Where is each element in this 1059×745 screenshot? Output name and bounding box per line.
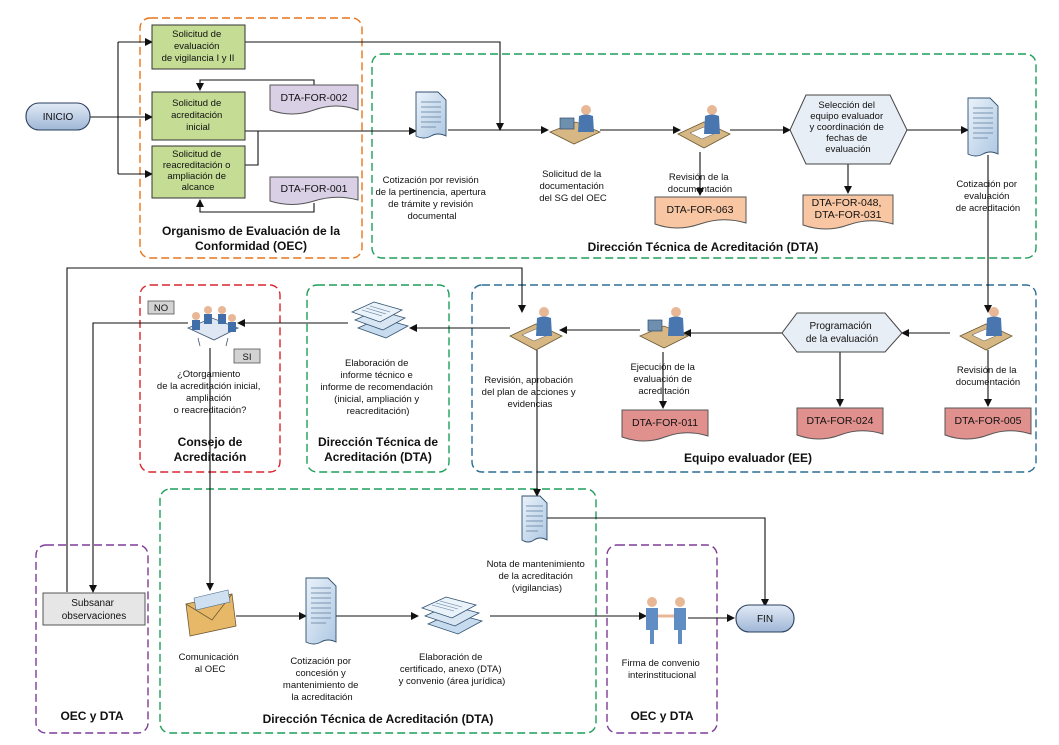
label-elaboracion-certificado: Elaboración de certificado, anexo (DTA) … <box>399 652 506 687</box>
envelope-icon <box>185 589 237 637</box>
document-icon <box>415 91 447 139</box>
doc-for024-label: DTA-FOR-024 <box>807 415 874 427</box>
person-at-desk-icon <box>959 307 1013 351</box>
subsanar-text: Subsanar observaciones <box>62 598 126 622</box>
oec-lane-title-2: Conformidad (OEC) <box>195 239 307 253</box>
label-nota-mantenimiento: Nota de mantenimiento de la acreditación… <box>487 559 588 594</box>
documents-stack-icon <box>350 301 410 339</box>
document-icon <box>521 495 548 543</box>
no-tag: NO <box>147 300 175 315</box>
documents-stack-icon <box>420 596 484 635</box>
label-revision-documentacion: Revisión de la documentación <box>668 172 732 195</box>
doc-dta-for-001: DTA-FOR-001 <box>269 176 359 205</box>
box-reacreditacion-text: Solicitud de reacreditación o ampliación… <box>163 149 233 193</box>
dta-top-lane-title: Dirección Técnica de Acreditación (DTA) <box>588 240 819 254</box>
no-label: NO <box>154 303 168 314</box>
label-elaboracion-informe: Elaboración de informe técnico e informe… <box>320 358 435 417</box>
doc-dta-for-005: DTA-FOR-005 <box>944 407 1032 440</box>
ee-lane <box>471 284 1037 473</box>
person-at-computer-icon <box>639 307 689 349</box>
document-icon <box>967 97 999 157</box>
si-tag: SI <box>233 348 261 364</box>
ee-lane-title: Equipo evaluador (EE) <box>684 451 812 465</box>
meeting-table-icon <box>187 306 239 347</box>
doc-for002-label: DTA-FOR-002 <box>281 92 348 104</box>
person-at-desk-icon <box>677 105 731 149</box>
doc-for005-label: DTA-FOR-005 <box>955 415 1022 427</box>
doc-for063-label: DTA-FOR-063 <box>667 204 734 216</box>
label-cotizacion-pertinencia: Cotización por revisión de la pertinenci… <box>375 175 488 222</box>
label-revision-plan: Revisión, aprobación del plan de accione… <box>482 375 579 410</box>
dta-top-lane <box>371 53 1037 259</box>
fin-terminal: FIN <box>735 604 795 633</box>
fin-label: FIN <box>757 614 773 625</box>
dta-bottom-lane <box>159 488 597 734</box>
doc-dta-for-024: DTA-FOR-024 <box>796 407 884 440</box>
label-otorgamiento-question: ¿Otorgamiento de la acreditación inicial… <box>157 369 263 416</box>
doc-dta-for-048-031: DTA-FOR-048, DTA-FOR-031 <box>802 194 894 230</box>
dta-mid-lane-title-1: Dirección Técnica de <box>318 435 438 449</box>
oec-lane-title-1: Organismo de Evaluación de la <box>162 224 340 238</box>
inicio-label: INICIO <box>43 112 74 123</box>
label-cotizacion-concesion: Cotización por concesión y mantenimiento… <box>283 656 361 703</box>
label-ejecucion: Ejecución de la evaluación de acreditaci… <box>630 362 697 397</box>
hex-seleccion-text: Selección del equipo evaluador y coordin… <box>809 100 886 155</box>
doc-for011-label: DTA-FOR-011 <box>632 417 698 429</box>
document-icon <box>305 577 337 645</box>
label-cotizacion-evaluacion: Cotización por evaluación de acreditació… <box>956 179 1020 214</box>
label-solicitud-sg: Solicitud de la documentación del SG del… <box>539 169 607 204</box>
label-ee-revision: Revisión de la documentación <box>956 365 1020 388</box>
hex-programacion: Programación de la evaluación <box>781 312 903 353</box>
si-label: SI <box>243 352 252 363</box>
doc-for001-label: DTA-FOR-001 <box>281 183 348 195</box>
box-vigilancia-text: Solicitud de evaluación de vigilancia I … <box>162 29 235 64</box>
label-comunicacion: Comunicación al OEC <box>179 652 242 675</box>
dta-bottom-lane-title: Dirección Técnica de Acreditación (DTA) <box>263 712 494 726</box>
person-at-desk-icon <box>509 307 563 351</box>
oec-dta-right-lane <box>606 544 718 734</box>
oec-dta-left-lane-title: OEC y DTA <box>60 709 123 723</box>
hex-seleccion-equipo: Selección del equipo evaluador y coordin… <box>789 94 908 165</box>
dta-mid-lane <box>306 284 450 473</box>
doc-dta-for-002: DTA-FOR-002 <box>269 84 359 115</box>
oec-dta-right-lane-title: OEC y DTA <box>630 709 693 723</box>
box-solicitud-inicial: Solicitud de acreditación inicial <box>151 91 246 141</box>
box-solicitud-vigilancia: Solicitud de evaluación de vigilancia I … <box>151 24 246 70</box>
person-at-computer-icon <box>549 105 601 145</box>
dta-mid-lane-title-2: Acreditación (DTA) <box>324 450 432 464</box>
inicio-terminal: INICIO <box>25 102 91 131</box>
box-subsanar: Subsanar observaciones <box>42 592 146 626</box>
doc-dta-for-063: DTA-FOR-063 <box>654 196 747 229</box>
label-firma-convenio: Firma de convenio interinstitucional <box>622 658 703 681</box>
box-inicial-text: Solicitud de acreditación inicial <box>171 98 225 133</box>
handshake-icon <box>646 597 686 644</box>
box-solicitud-reacreditacion: Solicitud de reacreditación o ampliación… <box>151 145 246 199</box>
hex-programacion-text: Programación de la evaluación <box>806 321 878 345</box>
doc-dta-for-011: DTA-FOR-011 <box>621 409 709 442</box>
oec-lane <box>139 17 363 259</box>
doc-for048-label: DTA-FOR-048, DTA-FOR-031 <box>812 197 885 221</box>
oec-dta-left-lane <box>35 544 149 734</box>
